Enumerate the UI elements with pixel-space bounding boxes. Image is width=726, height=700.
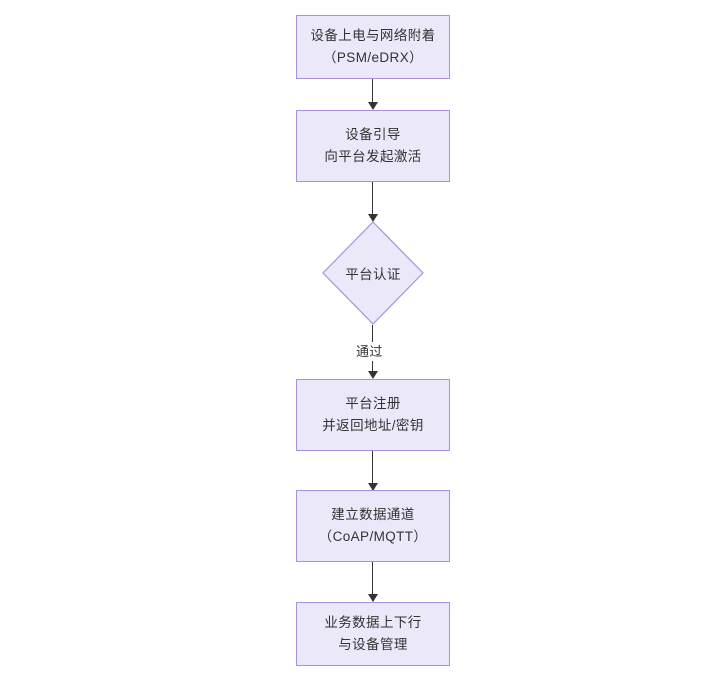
diamond-shape <box>322 221 424 325</box>
flow-node-data-channel-line-2: （CoAP/MQTT） <box>318 529 428 544</box>
arrowhead-n4-n5 <box>368 483 378 491</box>
flow-node-business-data-line-1: 业务数据上下行 <box>324 615 422 630</box>
flow-node-business-data-line-2: 与设备管理 <box>338 637 408 652</box>
arrowhead-n2-n3 <box>368 214 378 222</box>
flow-node-bootstrap-line-1: 设备引导 <box>345 127 401 142</box>
flow-node-platform-register-line-2: 并返回地址/密钥 <box>322 418 424 433</box>
flow-node-bootstrap-line-2: 向平台发起激活 <box>324 149 422 164</box>
arrowhead-n1-n2 <box>368 102 378 110</box>
connector-n2-n3 <box>372 182 373 220</box>
flow-node-power-on-line-2: （PSM/eDRX） <box>322 50 424 65</box>
flow-node-data-channel-line-1: 建立数据通道 <box>331 507 415 522</box>
flow-node-power-on[interactable]: 设备上电与网络附着 （PSM/eDRX） <box>296 15 450 79</box>
flow-node-power-on-line-1: 设备上电与网络附着 <box>310 28 436 43</box>
connector-n4-n5 <box>372 451 373 490</box>
flow-node-auth-decision-label: 平台认证 <box>345 267 401 282</box>
flow-node-auth-decision[interactable]: 平台认证 <box>322 221 424 325</box>
connector-n1-n2 <box>372 79 373 104</box>
flow-node-business-data[interactable]: 业务数据上下行 与设备管理 <box>296 602 450 666</box>
connector-n5-n6 <box>372 562 373 601</box>
flow-node-bootstrap[interactable]: 设备引导 向平台发起激活 <box>296 110 450 182</box>
flow-node-data-channel[interactable]: 建立数据通道 （CoAP/MQTT） <box>296 490 450 562</box>
arrowhead-n3-n4 <box>368 371 378 379</box>
flow-node-platform-register-line-1: 平台注册 <box>345 396 401 411</box>
flow-node-platform-register[interactable]: 平台注册 并返回地址/密钥 <box>296 379 450 451</box>
edge-label-pass: 通过 <box>354 342 385 361</box>
arrowhead-n5-n6 <box>368 594 378 602</box>
